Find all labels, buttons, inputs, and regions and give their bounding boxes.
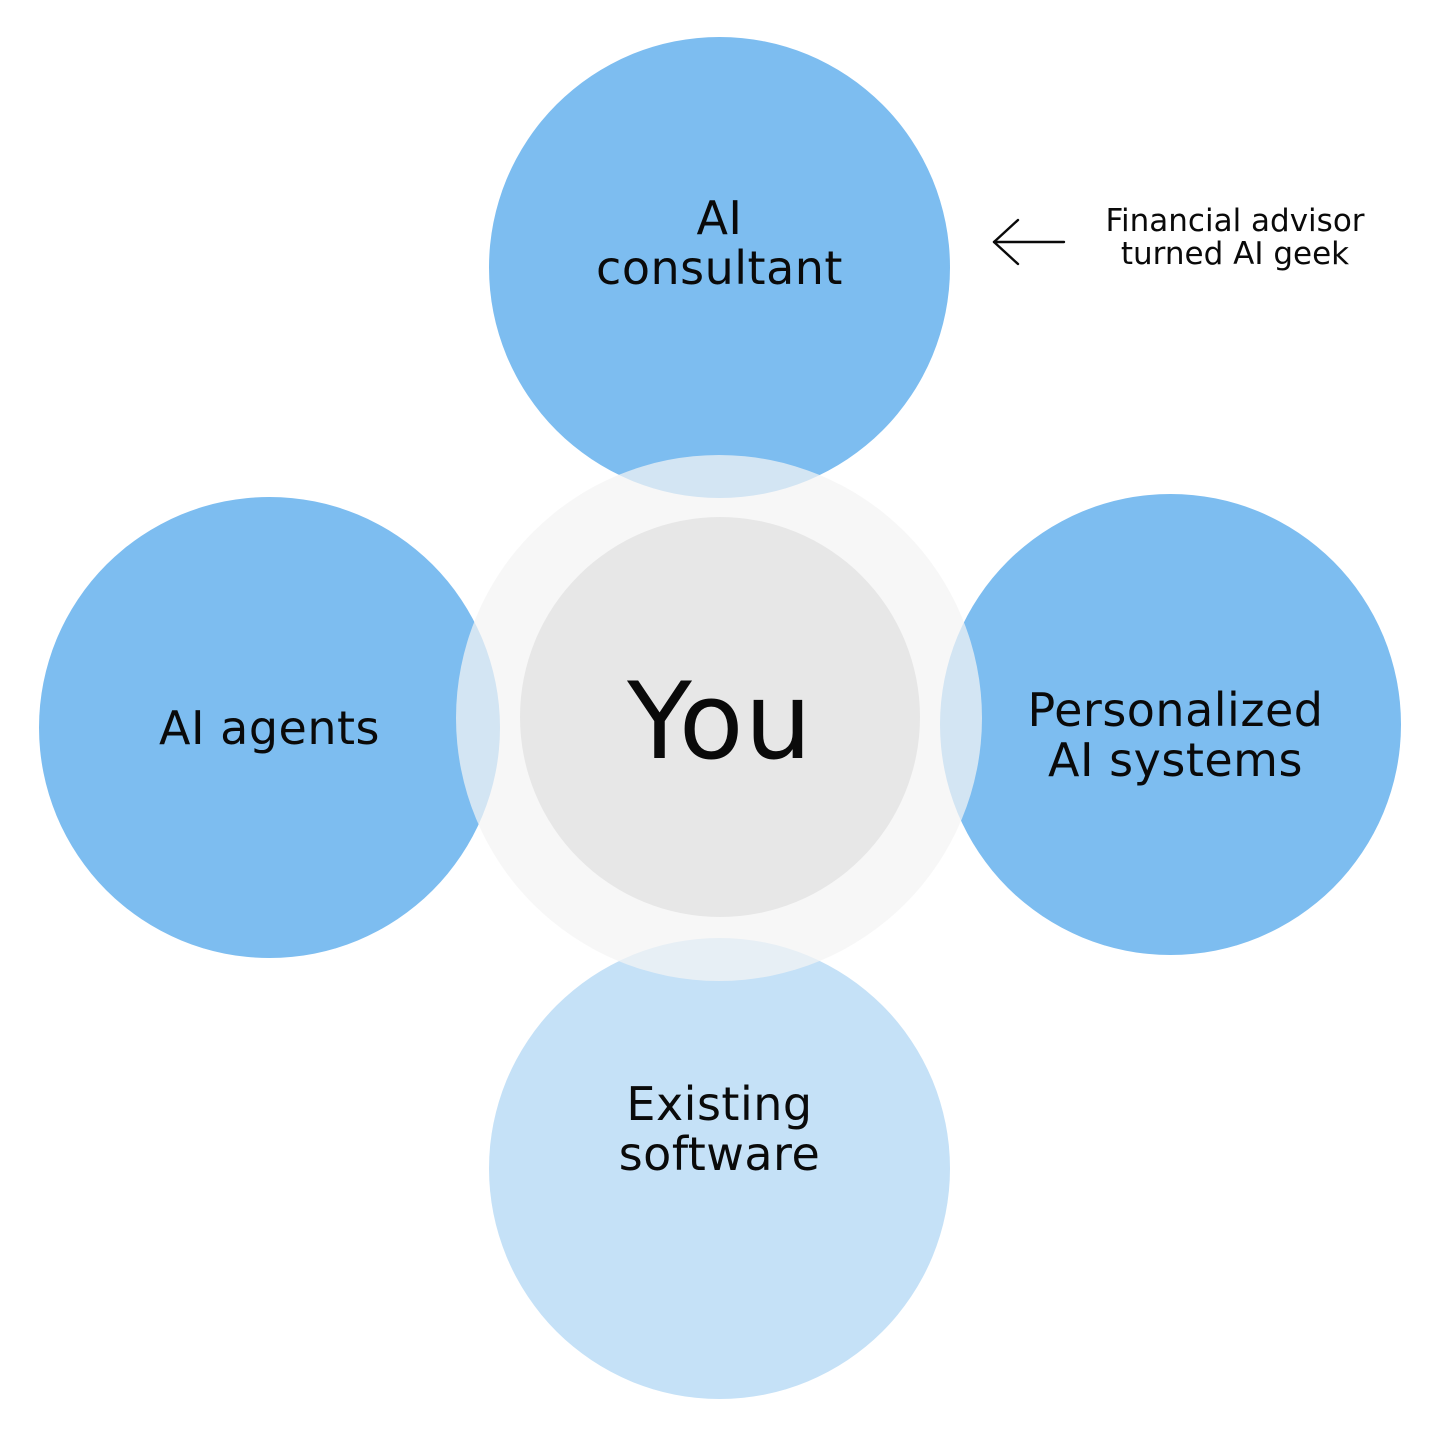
- node-label-line: AI: [696, 190, 743, 245]
- node-personalized-ai-systems: Personalized AI systems: [940, 494, 1401, 955]
- node-label-line: AI agents: [158, 700, 380, 755]
- annotation-line: turned AI geek: [1120, 236, 1350, 272]
- node-existing-software: Existing software: [489, 938, 950, 1399]
- node-label-line: Existing: [626, 1076, 813, 1131]
- node-ai-consultant: AI consultant: [489, 37, 950, 498]
- node-ai-agents: AI agents: [39, 497, 500, 958]
- node-label-line: software: [618, 1126, 821, 1181]
- annotation-text: Financial advisor turned AI geek: [1080, 205, 1390, 271]
- annotation-line: Financial advisor: [1105, 203, 1365, 239]
- annotation: Financial advisor turned AI geek: [990, 205, 1410, 285]
- center-label: You: [627, 659, 813, 783]
- center-node-you: You: [520, 517, 920, 917]
- node-label-line: AI systems: [1048, 732, 1303, 787]
- arrow-left-icon: [992, 218, 1066, 266]
- node-label-line: consultant: [596, 240, 843, 295]
- node-label-line: Personalized: [1027, 682, 1324, 737]
